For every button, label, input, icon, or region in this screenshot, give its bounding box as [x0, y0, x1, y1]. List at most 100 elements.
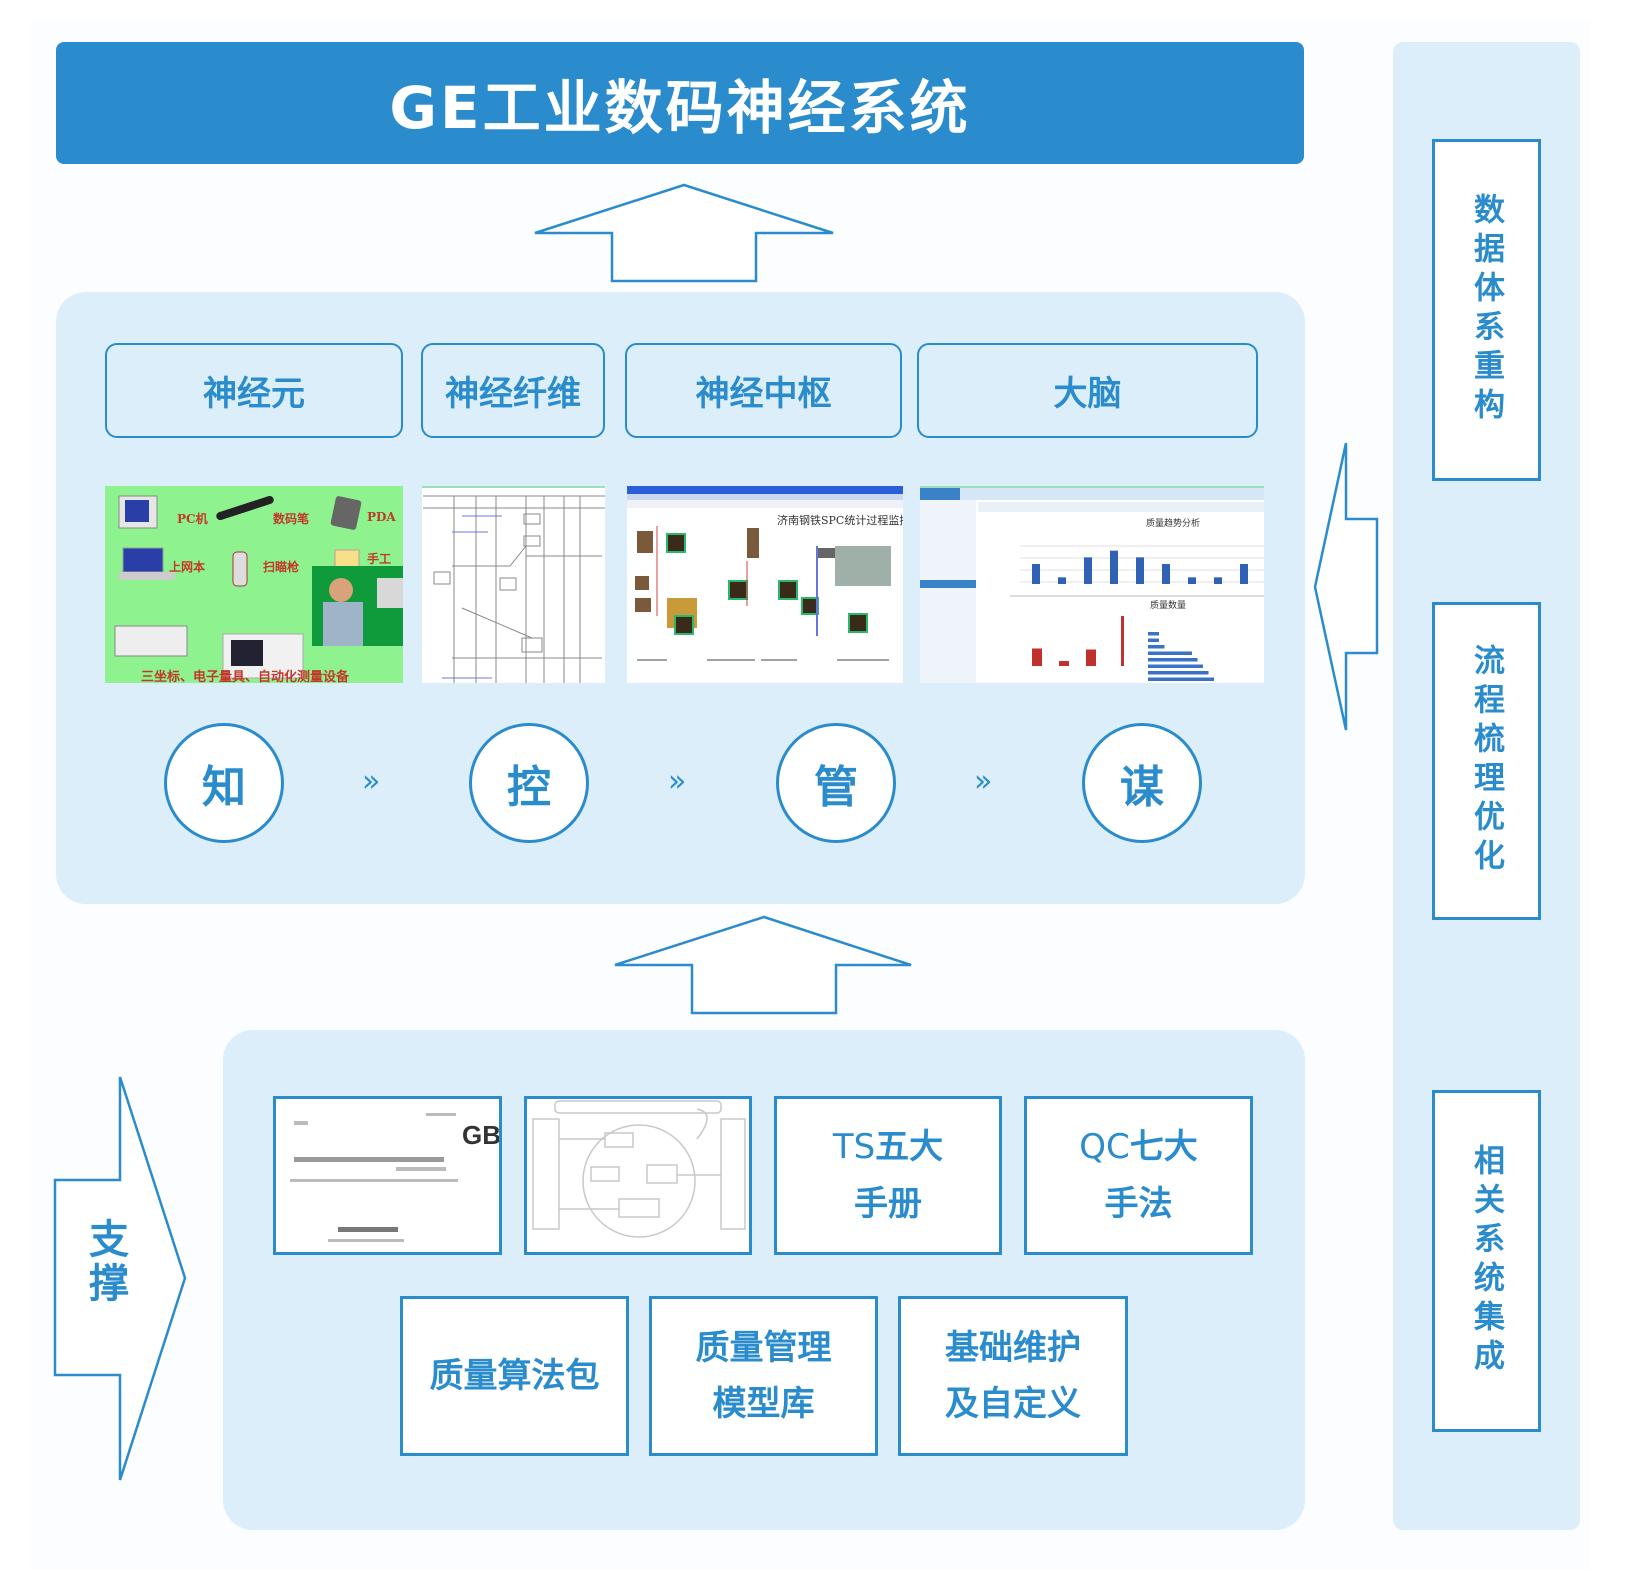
doc-line — [328, 1239, 404, 1242]
doc-line — [290, 1179, 458, 1182]
doc-line — [396, 1167, 446, 1171]
stage-plan: 谋 — [1082, 723, 1202, 843]
thumbnail-data-collection-devices: PC机 数码笔 PDA 上网本 扫瞄枪 手工 三坐标、电子量具、自动化测量设备 — [105, 486, 403, 683]
support-label: 支撑 — [76, 1218, 134, 1310]
gb-standard-document: GB — [273, 1096, 502, 1255]
spc-title: 济南钢铁SPC统计过程监控 — [777, 514, 903, 527]
diagram-node — [646, 1164, 678, 1184]
label-brain: 大脑 — [917, 343, 1258, 438]
operator-head — [329, 578, 353, 602]
system-integration-text: 相关系统集成 — [1468, 1144, 1504, 1378]
dashboard-red-bar — [1121, 616, 1124, 666]
netbook-icon — [122, 547, 164, 573]
dashboard-red-bar — [1032, 648, 1042, 666]
system-integration: 相关系统集成 — [1432, 1090, 1541, 1432]
label-nerve-center-text: 神经中枢 — [695, 374, 832, 414]
dashboard-tabbar — [920, 488, 1264, 500]
spc-process-map — [635, 526, 891, 661]
oscilloscope-screen — [231, 640, 263, 666]
data-system-restructure-text: 数据体系重构 — [1468, 193, 1504, 427]
dashboard-hbar — [1148, 651, 1192, 655]
furnace-icon — [635, 576, 649, 590]
dashboard-sidebar — [920, 500, 976, 683]
dashboard-bar — [1188, 577, 1196, 584]
label-neuron: 神经元 — [105, 343, 403, 438]
dashboard-bar — [1162, 564, 1170, 584]
caption-netbook: 上网本 — [169, 560, 206, 574]
algorithm-package-line1: 质量算法包 — [429, 1355, 600, 1396]
status-node-icon — [778, 580, 798, 600]
mill-icon — [747, 528, 759, 558]
operator-monitor — [377, 578, 403, 608]
cmm-machine — [114, 625, 188, 657]
page-title: GE工业数码神经系统 — [389, 74, 971, 142]
title-banner: GE工业数码神经系统 — [56, 42, 1304, 164]
stage-plan-text: 谋 — [1120, 762, 1164, 813]
qc-line2: 手法 — [1104, 1183, 1173, 1224]
dashboard-bar — [1058, 577, 1066, 584]
label-brain-text: 大脑 — [1053, 374, 1122, 414]
caption-measurement: 三坐标、电子量具、自动化测量设备 — [141, 670, 350, 683]
diagram-side-box — [720, 1118, 746, 1230]
ts-prefix: TS — [832, 1127, 876, 1168]
dashboard-charts — [1010, 545, 1264, 681]
label-neuron-text: 神经元 — [203, 374, 305, 414]
qc-line1: 七大 — [1129, 1127, 1198, 1168]
pen-icon — [216, 495, 274, 521]
caption-digital-pen: 数码笔 — [273, 512, 310, 526]
diagram-node — [590, 1166, 620, 1182]
dashboard-hbar — [1148, 638, 1159, 642]
dashboard-bar — [1032, 564, 1040, 584]
dashboard-hbar — [1148, 658, 1198, 662]
dashboard-chart2-title: 质量数量 — [1150, 601, 1187, 611]
diagram-node — [618, 1198, 660, 1218]
qc-seven-tools: QC七大 手法 — [1024, 1096, 1253, 1255]
data-system-restructure: 数据体系重构 — [1432, 139, 1541, 481]
status-node-icon — [674, 615, 694, 635]
dashboard-hbar — [1148, 671, 1209, 675]
stage-manage-text: 管 — [814, 762, 858, 813]
base-maintenance-line1: 基础维护 — [945, 1327, 1081, 1368]
label-nerve-fiber-text: 神经纤维 — [445, 374, 581, 414]
ts-line2: 手册 — [853, 1183, 922, 1224]
ts-line1: 五大 — [875, 1127, 944, 1168]
status-node-icon — [666, 533, 686, 553]
doc-line — [294, 1157, 444, 1162]
dashboard-bar — [1110, 550, 1118, 584]
label-nerve-center: 神经中枢 — [625, 343, 902, 438]
dashboard-hbar — [1148, 664, 1203, 668]
scanner-icon — [232, 551, 248, 587]
label-nerve-fiber: 神经纤维 — [421, 343, 605, 438]
caption-pda: PDA — [367, 510, 396, 524]
quality-algorithm-package: 质量算法包 — [400, 1296, 629, 1456]
pda-icon — [330, 496, 362, 530]
gb-logo-text: GB — [462, 1120, 499, 1150]
doc-line — [426, 1113, 456, 1116]
flow-node — [433, 571, 451, 585]
dashboard-red-bar — [1086, 649, 1096, 666]
spc-filter-bar — [627, 500, 903, 508]
diagram-curve — [696, 1108, 708, 1140]
stage-manage: 管 — [776, 723, 896, 843]
status-node-icon — [728, 580, 748, 600]
status-node-icon — [801, 597, 819, 615]
flowchart-illustration — [423, 495, 605, 683]
dashboard-hbar — [1148, 677, 1214, 681]
stage-know-text: 知 — [202, 762, 246, 813]
ts-five-manuals-line1: TS五大 — [833, 1119, 943, 1175]
gb-document-illustration: GB — [290, 1113, 499, 1242]
dashboard-bar — [1214, 577, 1222, 584]
doc-line — [338, 1227, 398, 1232]
dashboard-filterbar — [978, 502, 1264, 512]
caption-pc: PC机 — [177, 512, 208, 526]
dashboard-sidebar-active — [920, 580, 976, 588]
diagram-header — [554, 1100, 722, 1114]
caption-manual: 手工 — [367, 552, 392, 566]
diagram-side-box — [532, 1118, 560, 1230]
flow-node — [521, 637, 543, 653]
doc-line — [294, 1121, 308, 1125]
pc-screen — [125, 500, 149, 522]
process-optimization: 流程梳理优化 — [1432, 602, 1541, 920]
thumbnail-spc-monitor: 济南钢铁SPC统计过程监控 — [627, 486, 903, 683]
dashboard-bar — [1240, 564, 1248, 584]
